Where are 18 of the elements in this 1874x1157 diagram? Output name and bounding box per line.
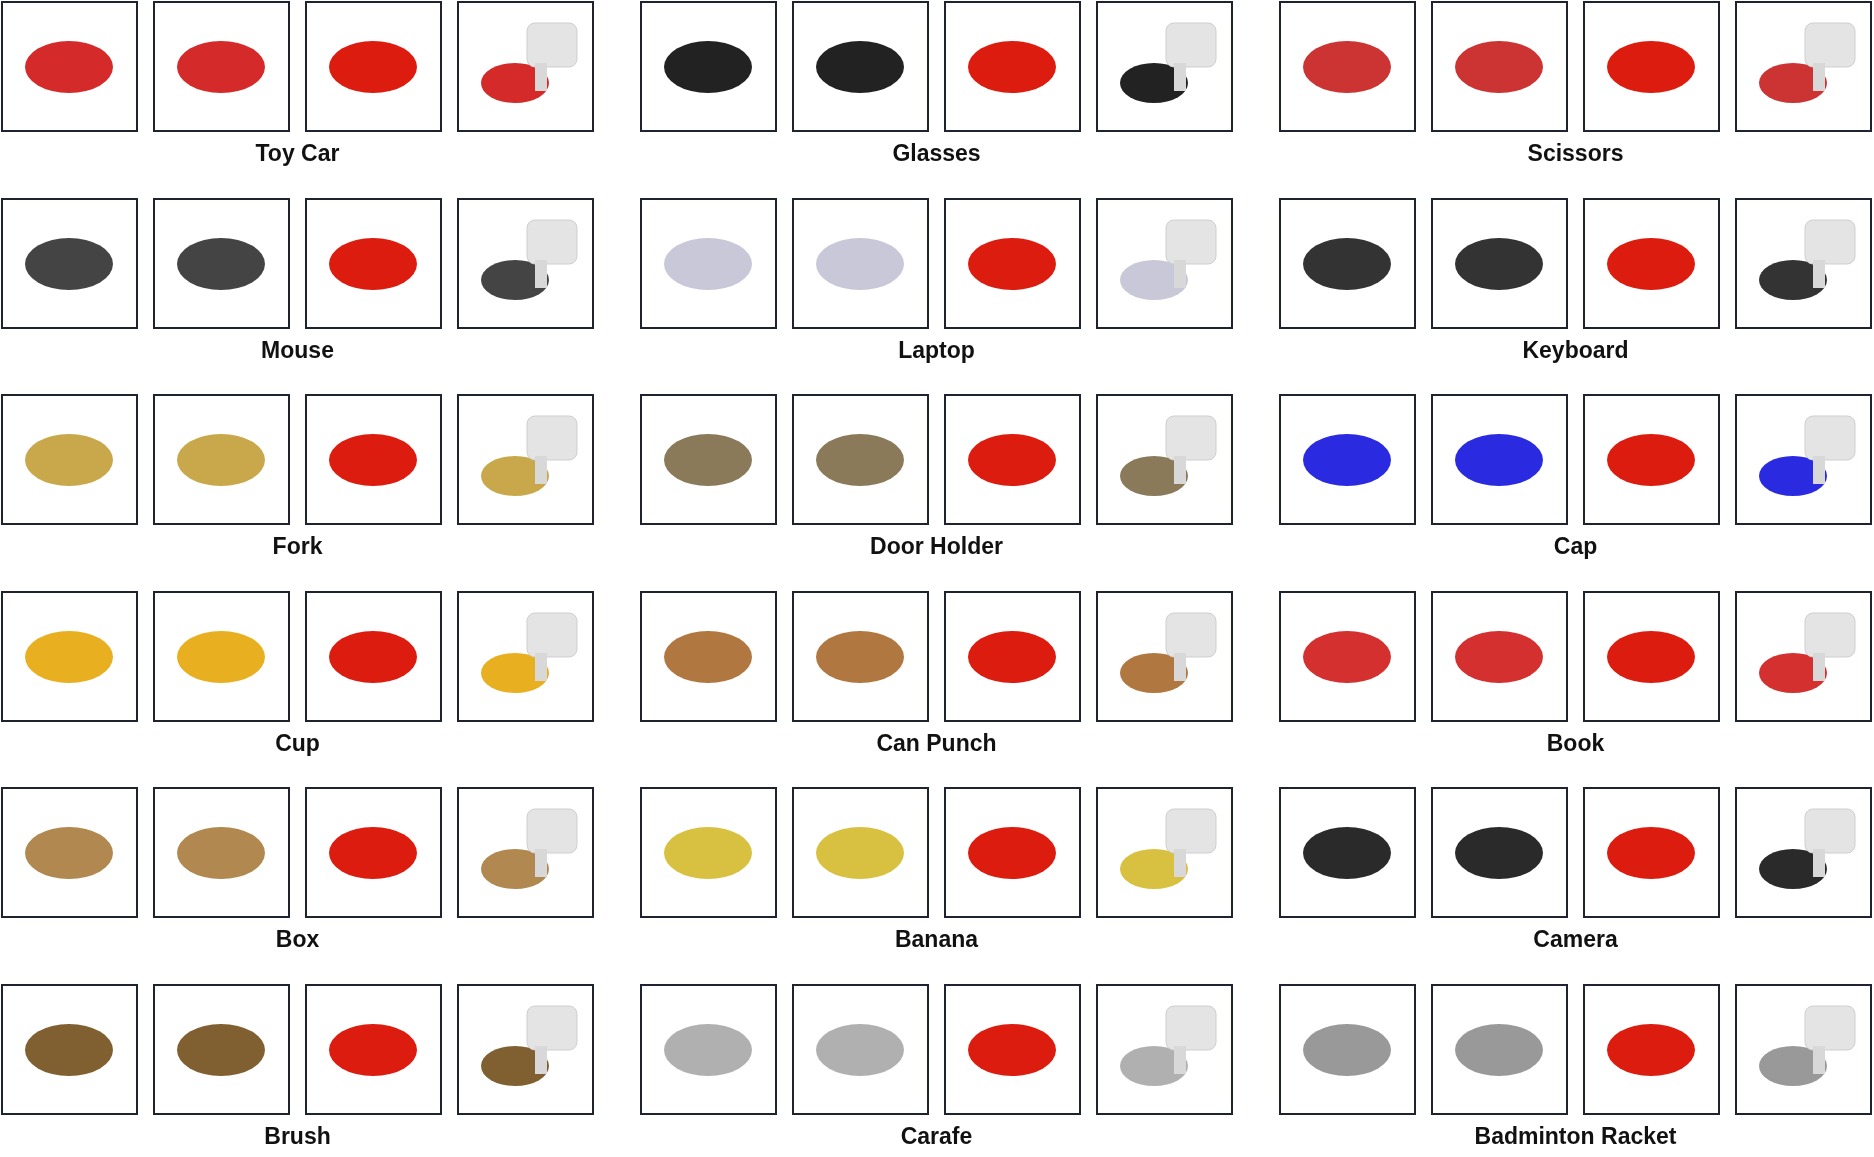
object-name: Laptop [897, 336, 976, 364]
object-name: Mouse [260, 336, 335, 364]
object-name: Box [274, 926, 321, 953]
object-name: Can Punch [875, 729, 998, 757]
object-name: Badminton Racket [1473, 1122, 1678, 1150]
object-name: Carafe [899, 1122, 974, 1150]
object-name: Fork [271, 533, 324, 560]
object-name: Banana [893, 926, 980, 953]
object-name: Scissors [1526, 140, 1625, 167]
object-name: Cup [274, 729, 321, 757]
object-name: Keyboard [1521, 336, 1630, 364]
object-name: Cap [1552, 533, 1599, 560]
object-name: Door Holder [869, 533, 1004, 560]
object-name: Glasses [891, 140, 982, 167]
object-name: Toy Car [254, 140, 341, 167]
object-name: Camera [1532, 926, 1619, 953]
object-name: Brush [263, 1122, 332, 1150]
object-name: Book [1545, 729, 1606, 757]
